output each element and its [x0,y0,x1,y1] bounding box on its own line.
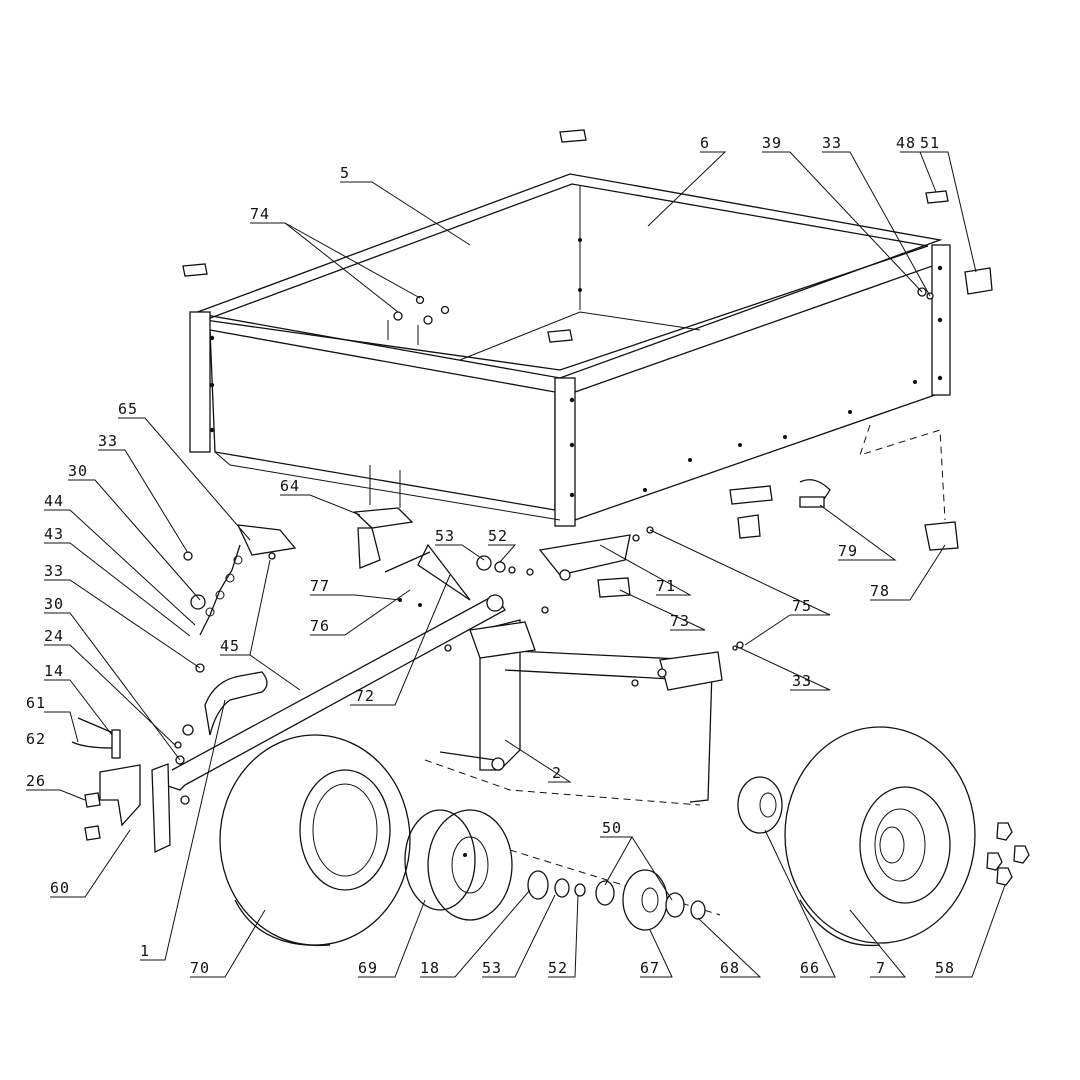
callout-leaders [26,151,1006,978]
callout-73: 73 [670,612,690,630]
callout-48: 48 [896,134,916,152]
callout-76: 76 [310,617,330,635]
safety-chain [183,524,297,673]
callout-78: 78 [870,582,890,600]
callout-45: 45 [220,637,240,655]
callout-26: 26 [26,772,46,790]
left-wheel [219,734,513,947]
callout-53: 53 [482,959,502,977]
tailgate-hinge [729,479,959,551]
cart-box [182,129,993,527]
callout-60: 60 [50,879,70,897]
callout-66: 66 [800,959,820,977]
callout-79: 79 [838,542,858,560]
callout-72: 72 [355,687,375,705]
callout-2: 2 [552,764,562,782]
callout-61: 61 [26,694,46,712]
callout-62: 62 [26,730,46,748]
callout-39: 39 [762,134,782,152]
callout-labels: 5 6 39 33 48 51 74 65 33 30 44 43 33 30 … [26,134,955,977]
callout-67: 67 [640,959,660,977]
callout-6: 6 [700,134,710,152]
callout-30: 30 [68,462,88,480]
callout-77: 77 [310,577,330,595]
callout-1: 1 [140,942,150,960]
callout-33: 33 [792,672,812,690]
front-bracket [353,465,471,607]
axle-frame [424,619,723,806]
callout-70: 70 [190,959,210,977]
mount-bracket [476,526,744,651]
callout-74: 74 [250,205,270,223]
callout-64: 64 [280,477,300,495]
callout-65: 65 [118,400,138,418]
callout-14: 14 [44,662,64,680]
handle-tongue [71,594,506,854]
callout-33: 33 [44,562,64,580]
callout-44: 44 [44,492,64,510]
callout-53: 53 [435,527,455,545]
callout-58: 58 [935,959,955,977]
callout-33: 33 [822,134,842,152]
callout-52: 52 [488,527,508,545]
callout-18: 18 [420,959,440,977]
callout-71: 71 [656,577,676,595]
callout-68: 68 [720,959,740,977]
callout-5: 5 [340,164,350,182]
callout-51: 51 [920,134,940,152]
callout-52: 52 [548,959,568,977]
callout-30: 30 [44,595,64,613]
right-wheel [737,726,1030,947]
callout-33: 33 [98,432,118,450]
hub-parts [509,849,721,931]
callout-50: 50 [602,819,622,837]
callout-75: 75 [792,597,812,615]
callout-69: 69 [358,959,378,977]
callout-7: 7 [876,959,886,977]
callout-43: 43 [44,525,64,543]
callout-24: 24 [44,627,64,645]
